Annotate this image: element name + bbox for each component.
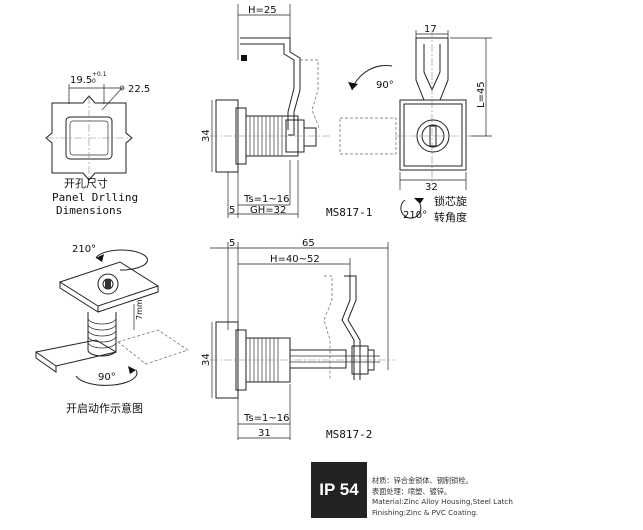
- iso-caption: 开启动作示意图: [66, 401, 143, 415]
- ms817-2-ts-label: Ts=1~16: [243, 413, 290, 424]
- ip-rating-badge: IP 54: [311, 462, 367, 518]
- ms817-2-31-label: 31: [258, 428, 271, 439]
- drill-tolerance-upper: +0.1: [92, 71, 107, 78]
- ms817-1-ts-label: Ts=1~16: [243, 194, 290, 205]
- cam-rotation-angle: 90°: [376, 80, 394, 91]
- rotation-angle-value: 210°: [403, 210, 427, 221]
- drilling-caption-cn: 开孔尺寸: [64, 176, 108, 190]
- drill-width-label: 19.5: [70, 75, 92, 86]
- rotation-caption-1: 锁芯旋: [434, 194, 467, 208]
- ms817-1-model-label: MS817-1: [326, 206, 372, 219]
- cam-length-label: L=45: [476, 81, 487, 108]
- ms817-2-65-label: 65: [302, 238, 315, 249]
- iso-bottom-angle: 90°: [98, 372, 116, 383]
- isometric-operation-view: 210° 7mm 90° 开启动作示意图: [34, 244, 189, 415]
- ms817-1-gh-label: GH=32: [250, 205, 286, 216]
- ms817-2-model-label: MS817-2: [326, 428, 372, 441]
- cam-front-view: 17 L=45 32 90°: [348, 24, 492, 193]
- material-en: Material:Zinc Alloy Housing,Steel Latch: [372, 497, 513, 506]
- iso-7mm-label: 7mm: [135, 299, 144, 320]
- rotation-caption-2: 转角度: [434, 210, 467, 224]
- drilling-caption-en-2: Dimensions: [56, 204, 122, 217]
- drilling-caption-en-1: Panel Drlling: [52, 191, 138, 204]
- rotation-angle-legend: 210° 锁芯旋 转角度: [400, 194, 467, 224]
- finish-en: Finishing:Zinc & PVC Coating.: [372, 507, 479, 517]
- spec-block: 材质：锌合金锁体、钢制锁栓。 表面处理：喷塑、镀锌。 Material:Zinc…: [372, 476, 513, 518]
- cam-width-label: 17: [424, 24, 437, 35]
- ms817-2-5-label: 5: [229, 238, 235, 249]
- material-cn: 材质：锌合金锁体、钢制锁栓。: [372, 476, 473, 485]
- ms817-1-side-view: H=25 34 Ts: [201, 4, 397, 219]
- ms817-1-height-label: 34: [201, 129, 212, 142]
- panel-drilling-view: 19.5 +0.1 0 22.5 开孔尺寸 Panel Drlling Dime…: [45, 71, 150, 217]
- ms817-1-h-label: H=25: [248, 5, 277, 16]
- cam-housing-width-label: 32: [425, 182, 438, 193]
- drill-diameter-label: 22.5: [128, 84, 150, 95]
- finish-cn: 表面处理：喷塑、镀锌。: [372, 486, 452, 496]
- ms817-1-5-label: 5: [229, 205, 235, 216]
- iso-top-angle: 210°: [72, 244, 96, 255]
- ms817-2-height-label: 34: [201, 353, 212, 366]
- drill-tolerance-lower: 0: [92, 78, 96, 85]
- ms817-2-h-label: H=40~52: [270, 254, 320, 265]
- ms817-2-side-view: 5 65 H=40~52 34: [201, 238, 395, 441]
